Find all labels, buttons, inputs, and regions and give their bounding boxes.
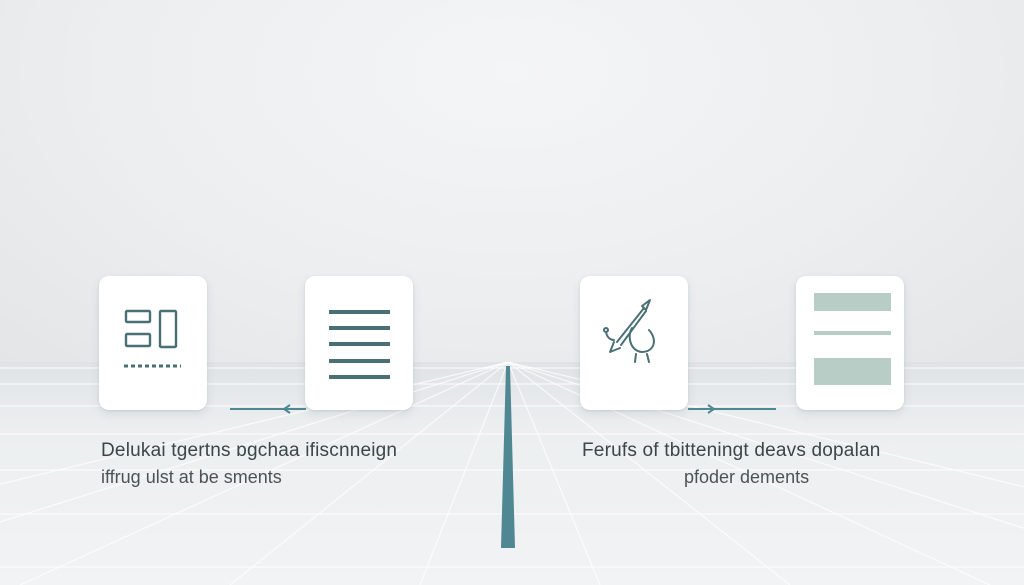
drawing-tool-icon	[603, 299, 655, 363]
text-lines-icon	[329, 310, 390, 379]
text-lines-card[interactable]	[305, 276, 413, 410]
drawing-tool-card[interactable]	[580, 276, 688, 410]
content-panels-card[interactable]	[796, 276, 904, 410]
layout-blocks-icon	[124, 309, 181, 368]
left-caption-subtitle: iffrug ulst at be sments	[101, 467, 282, 487]
content-panels-icon	[814, 293, 891, 385]
arrow-right-icon	[688, 404, 776, 414]
right-caption-subtitle: pfoder dements	[684, 467, 810, 487]
arrow-left-icon	[230, 404, 306, 414]
right-caption-title: Ferufs of tbitteningt deavs dopalan	[582, 440, 881, 461]
center-divider-line	[501, 366, 515, 548]
layout-blocks-card[interactable]	[99, 276, 207, 410]
left-caption-title: Delukai tgertns ɒgchaa ifiscnneign	[101, 440, 398, 461]
